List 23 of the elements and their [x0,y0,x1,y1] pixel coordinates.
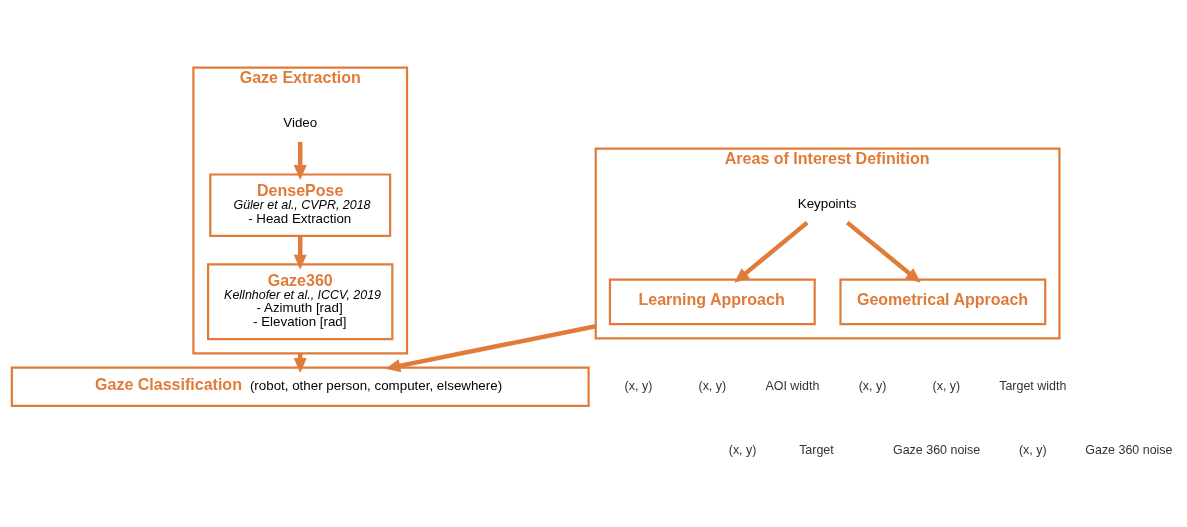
node-text: Keypoints [797,196,857,212]
label: Target [799,442,834,457]
label: (x, y) [932,379,961,394]
label: AOI width [765,379,820,394]
arrow [385,324,597,373]
node-box: Gaze Classification (robot, other person, computer, elsewhere) [10,366,590,408]
label: Gaze 360 noise [1085,442,1173,457]
arrow [734,220,809,283]
label: (x, y) [698,379,727,394]
arrow [293,141,307,180]
label: (x, y) [728,442,757,457]
node-text: Video [283,115,318,131]
label: Target width [999,379,1067,394]
node-box: Learning Approach [608,278,816,326]
arrow [293,236,307,270]
node-box: Gaze360 Kellnhofer et al., ICCV, 2019 - Azimuth [rad] - Elevation [rad] [206,263,394,341]
label: Gaze 360 noise [893,442,981,457]
label: (x, y) [1018,442,1047,457]
arrow [845,220,921,283]
label: (x, y) [624,379,653,394]
node-box: DensePose Güler et al., CVPR, 2018 - Head Extraction [209,173,392,238]
label: (x, y) [858,379,887,394]
node-box: Geometrical Approach [839,278,1047,326]
